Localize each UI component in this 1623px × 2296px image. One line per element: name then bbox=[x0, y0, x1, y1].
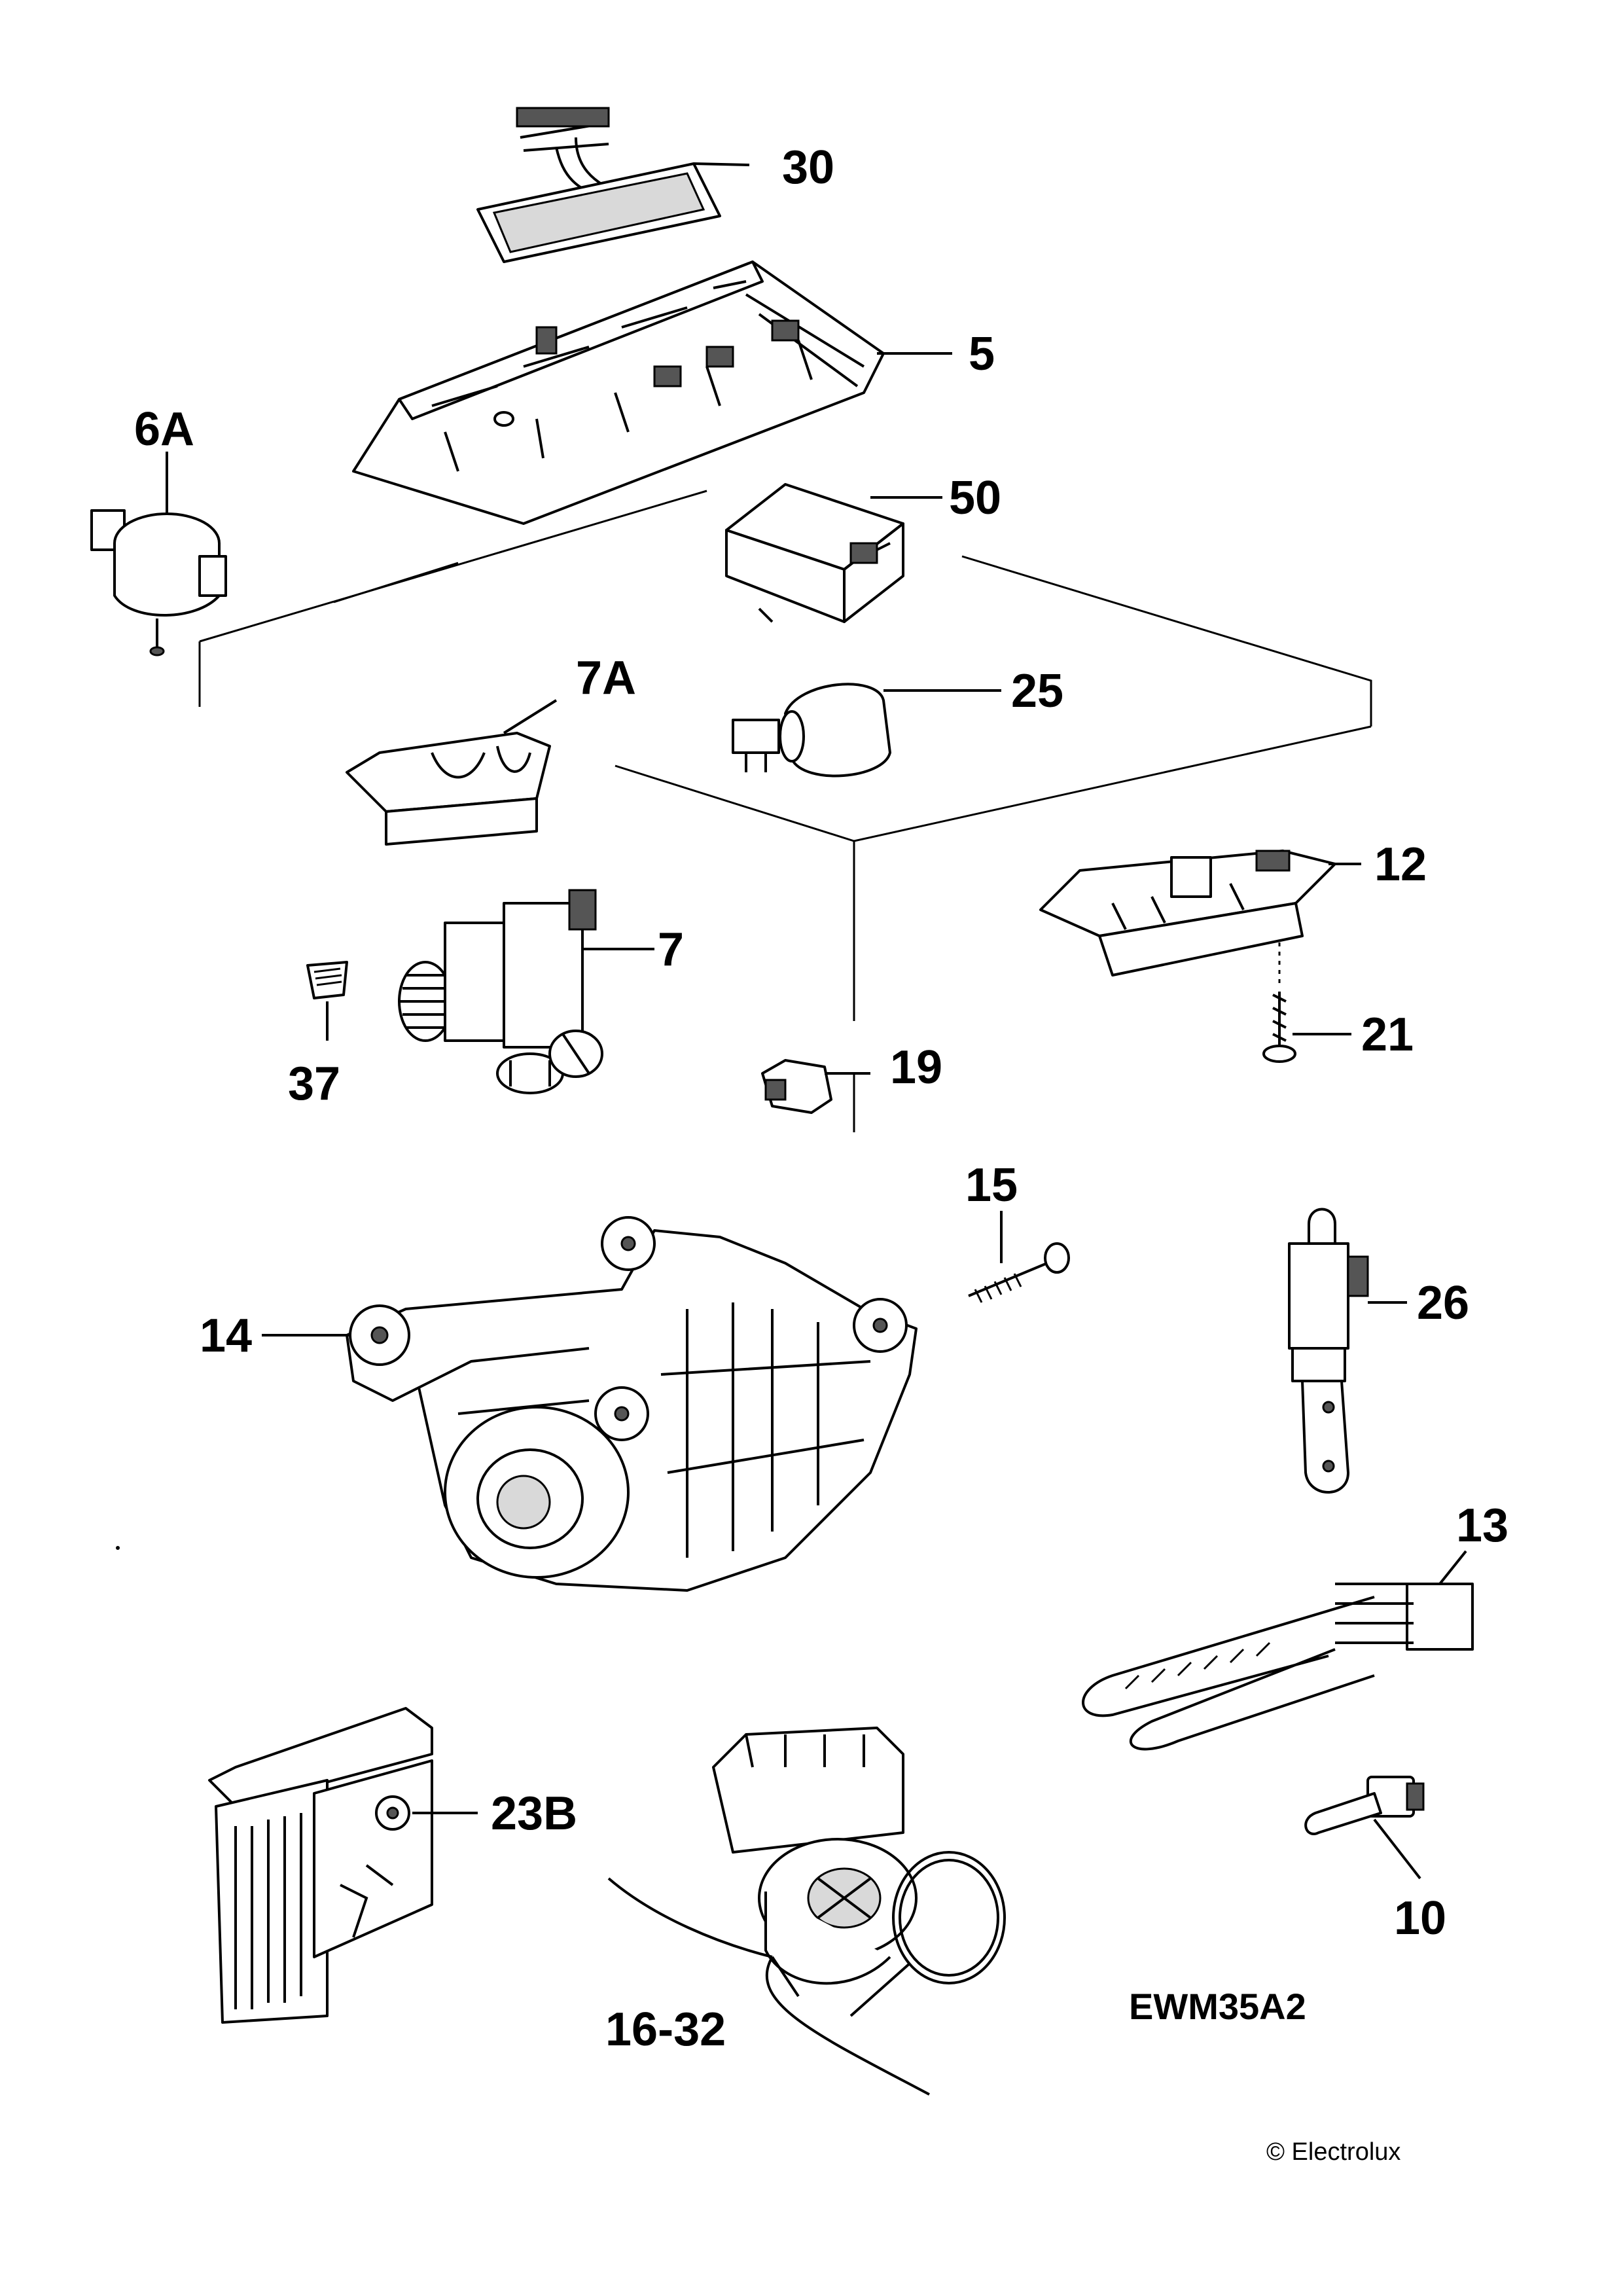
label-6a: 6A bbox=[134, 403, 194, 456]
cabinet-outline bbox=[198, 490, 1372, 1132]
label-37: 37 bbox=[288, 1058, 340, 1110]
label-12: 12 bbox=[1374, 838, 1427, 891]
label-26: 26 bbox=[1417, 1277, 1469, 1329]
screw-part-21 bbox=[1262, 992, 1351, 1063]
inlet-valve-part-7 bbox=[398, 889, 654, 1094]
sensor-part-26 bbox=[1288, 1208, 1407, 1494]
clip-part-19 bbox=[761, 1059, 870, 1114]
label-21: 21 bbox=[1361, 1009, 1414, 1061]
suppressor-part-25 bbox=[732, 683, 1001, 778]
label-15: 15 bbox=[965, 1159, 1018, 1211]
stray-dot bbox=[116, 1546, 120, 1550]
label-50: 50 bbox=[949, 472, 1001, 524]
label-13: 13 bbox=[1456, 1499, 1508, 1552]
label-7: 7 bbox=[658, 924, 684, 976]
label-14: 14 bbox=[200, 1310, 252, 1362]
electronic-module-part-50 bbox=[725, 483, 942, 623]
programme-selector-part-6a bbox=[90, 452, 227, 656]
label-10: 10 bbox=[1394, 1892, 1446, 1945]
model-code: EWM35A2 bbox=[1129, 1986, 1306, 2027]
electronic-module-part-23b bbox=[208, 1707, 478, 2024]
display-board-part-30 bbox=[476, 107, 750, 263]
thermistor-part-10 bbox=[1304, 1776, 1425, 1880]
drain-pump-part-16-32 bbox=[607, 1727, 1006, 2096]
control-panel-bracket-part-5 bbox=[352, 260, 952, 525]
screw-part-15 bbox=[968, 1211, 1070, 1303]
motor-part-14 bbox=[262, 1216, 918, 1592]
label-16-32: 16-32 bbox=[605, 2003, 726, 2056]
door-interlock-part-12 bbox=[1039, 850, 1361, 988]
hose-bracket-part-7a bbox=[346, 699, 558, 846]
label-5: 5 bbox=[969, 328, 995, 380]
label-23b: 23B bbox=[491, 1787, 577, 1840]
label-7a: 7A bbox=[576, 652, 636, 704]
label-19: 19 bbox=[890, 1041, 942, 1094]
heating-element-part-13 bbox=[1082, 1550, 1474, 1751]
label-30: 30 bbox=[782, 141, 834, 194]
copyright-text: © Electrolux bbox=[1266, 2138, 1400, 2166]
filter-part-37 bbox=[306, 961, 348, 1041]
label-25: 25 bbox=[1011, 665, 1063, 717]
